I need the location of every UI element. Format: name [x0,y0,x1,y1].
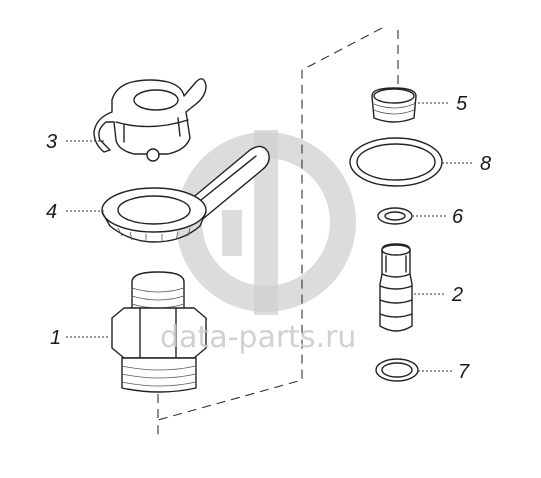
part-5-valve-cap [371,87,417,123]
callout-4: 4 [46,201,57,223]
callout-labels: 3 4 1 5 8 6 2 7 [46,93,491,383]
leader-lines [66,102,472,372]
callout-2: 2 [451,284,463,306]
assembly-centerlines [157,27,399,436]
callout-7: 7 [458,361,470,383]
callout-6: 6 [452,206,464,228]
watermark-text: data-parts.ru [160,320,356,355]
callout-5: 5 [456,93,468,115]
part-3-cap [93,78,207,162]
part-1-fitting [111,271,207,393]
part-4-ring-handle [101,145,270,243]
part-2-valve-core [379,243,413,332]
part-6-small-washer [377,207,413,225]
part-7-small-o-ring [375,358,419,382]
callout-8: 8 [480,153,491,175]
callout-1: 1 [50,327,61,349]
callout-3: 3 [46,131,57,153]
part-8-large-o-ring [349,137,443,187]
